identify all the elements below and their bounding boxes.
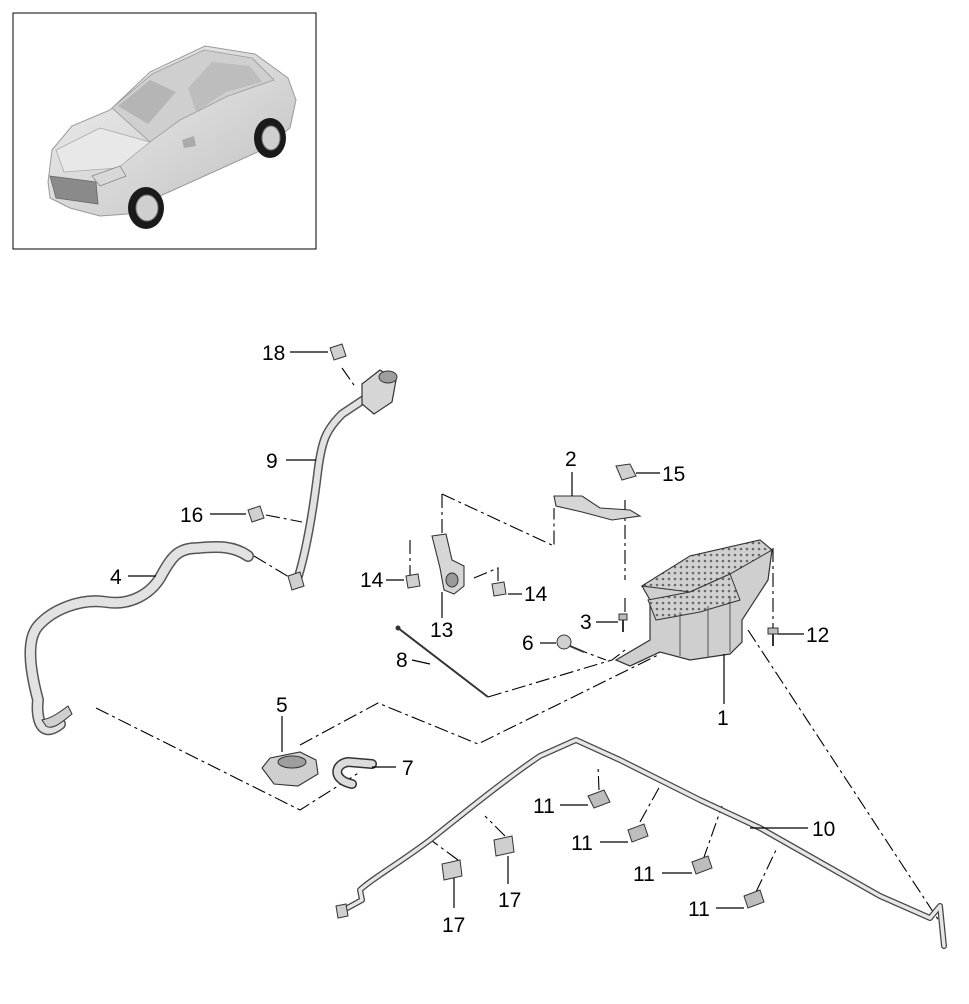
callout-16: 16	[180, 504, 203, 527]
callout-labels: 18 9 16 4 2 15 14 14 13 3 12 6 8 1 5 7 1…	[110, 342, 835, 937]
callout-10: 10	[812, 818, 835, 841]
bracket-2	[553, 495, 642, 521]
callout-3: 3	[580, 611, 592, 634]
bracket-13	[431, 533, 465, 595]
callout-1: 1	[717, 707, 729, 730]
callout-12: 12	[806, 624, 829, 647]
vent-hose-icon	[24, 541, 254, 736]
callout-17-left: 17	[442, 914, 465, 937]
nut-14-right	[491, 581, 507, 597]
vehicle-thumbnail	[12, 12, 317, 250]
clip-11-c	[691, 855, 713, 875]
clip-17-left	[441, 859, 463, 881]
hose-7	[332, 757, 377, 789]
callout-7: 7	[402, 757, 414, 780]
callout-2: 2	[565, 448, 577, 471]
callout-13: 13	[430, 619, 453, 642]
callout-9: 9	[266, 450, 278, 473]
clip-15	[615, 463, 637, 481]
mount-5	[261, 751, 319, 787]
callout-11-a: 11	[533, 795, 555, 818]
nut-14-left	[405, 573, 421, 589]
car-suv-icon	[47, 45, 297, 229]
bolt-12	[767, 627, 779, 646]
vent-line-icon	[335, 737, 947, 949]
clip-11-a	[587, 789, 611, 809]
rod-8	[395, 625, 489, 698]
callout-14-right: 14	[524, 583, 548, 606]
callout-11-c: 11	[633, 863, 655, 886]
charcoal-canister-icon	[614, 539, 773, 667]
bolt-3	[618, 613, 628, 632]
clip-16	[247, 505, 265, 523]
clip-18	[329, 343, 347, 361]
callout-4: 4	[110, 566, 122, 589]
callout-18: 18	[262, 342, 285, 365]
assembly-lines	[95, 367, 946, 931]
callout-5: 5	[276, 694, 288, 717]
filler-pipe-hose-icon	[287, 369, 398, 591]
clip-11-d	[743, 889, 765, 909]
callout-11-b: 11	[571, 832, 593, 855]
valve-6	[556, 634, 585, 653]
clip-17-right	[493, 835, 515, 857]
callout-15: 15	[662, 463, 685, 486]
callout-8: 8	[396, 649, 408, 672]
callout-14-left: 14	[360, 569, 384, 592]
callout-11-d: 11	[688, 898, 710, 921]
leader-lines	[128, 351, 808, 909]
callout-17-right: 17	[498, 889, 521, 912]
clip-11-b	[627, 823, 649, 843]
callout-6: 6	[522, 632, 534, 655]
